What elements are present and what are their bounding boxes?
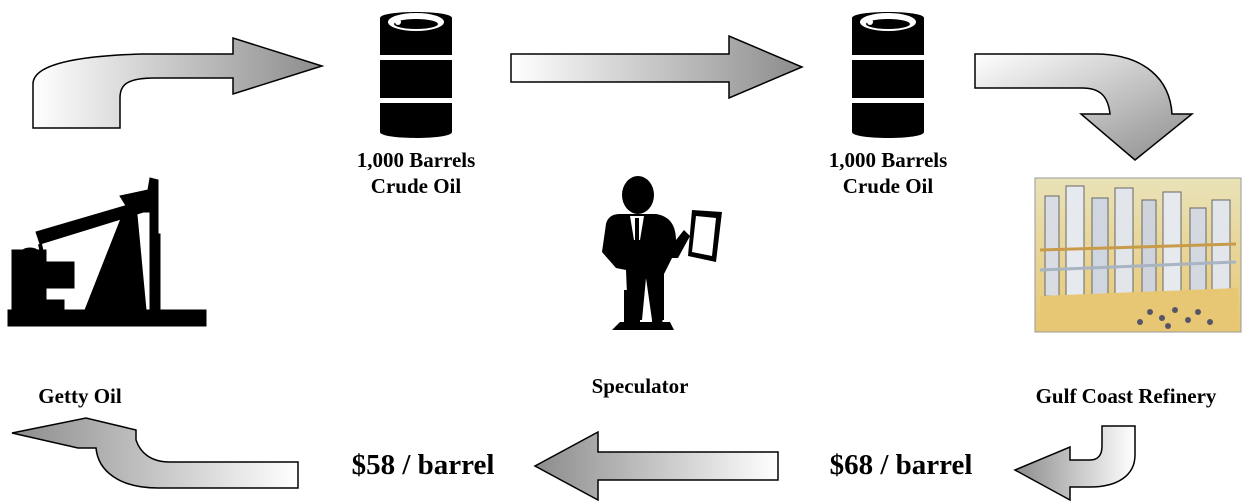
oil-barrel-icon <box>852 12 924 138</box>
barrel-right-line2: Crude Oil <box>842 173 934 198</box>
barrel-right-line1: 1,000 Barrels <box>828 148 948 172</box>
speculator-label: Speculator <box>591 374 689 398</box>
price-68: $68 / barrel <box>829 449 973 481</box>
barrel-left-line2: Crude Oil <box>370 173 462 198</box>
arrow-well-to-barrel <box>32 36 325 129</box>
arrow-payment-speculator-to-getty <box>533 430 779 502</box>
arrow-payment-refinery-to-speculator <box>1013 425 1136 502</box>
arrow-barrel-to-refinery <box>974 53 1195 161</box>
oil-barrel-icon <box>380 12 452 138</box>
refinery-icon <box>1034 177 1242 333</box>
refinery-label: Gulf Coast Refinery <box>1035 384 1217 408</box>
price-58: $58 / barrel <box>351 449 495 481</box>
barrel-right-label: 1,000 Barrels Crude Oil <box>808 148 968 199</box>
arrow-payment-to-getty <box>11 417 299 489</box>
oil-pump-icon <box>7 177 207 327</box>
arrow-barrel-to-barrel <box>510 34 804 100</box>
getty-oil-label: Getty Oil <box>38 384 122 408</box>
barrel-left-line1: 1,000 Barrels <box>356 148 476 172</box>
businessman-icon <box>602 176 722 330</box>
barrel-left-label: 1,000 Barrels Crude Oil <box>336 148 496 199</box>
